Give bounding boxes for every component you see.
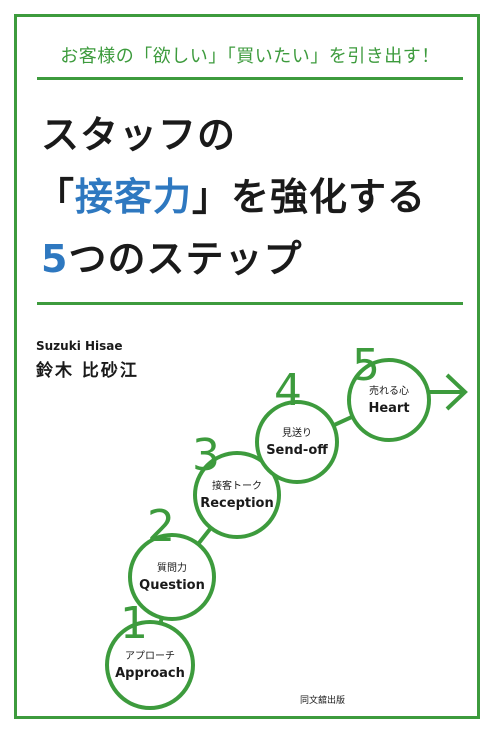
step-label-en: Send-off — [266, 443, 328, 458]
step-label-en: Heart — [368, 401, 409, 416]
title-number: 5 — [41, 237, 69, 281]
title-bracket-close: 」 — [192, 175, 232, 219]
step-circle — [193, 451, 281, 539]
step-number: 4 — [274, 365, 302, 416]
step-label-jp: アプローチ — [125, 650, 175, 662]
step-circle — [347, 358, 431, 442]
title-line-1: スタッフの — [41, 113, 237, 157]
step-label-jp: 見送り — [282, 426, 312, 439]
step-circles: 1アプローチApproach2質問力Question3接客トークReceptio… — [105, 340, 431, 710]
title-line-3: 5つのステップ — [41, 228, 302, 283]
author-name: 鈴木 比砂江 — [36, 361, 139, 381]
step-4: 4 見送り Send-off — [255, 365, 339, 484]
step-label-en: Approach — [115, 666, 185, 681]
bottom-rule — [37, 302, 463, 305]
step-circle — [105, 620, 195, 710]
step-label-en: Reception — [200, 496, 274, 511]
tagline: お客様の「欲しい」「買いたい」を引き出す！ — [60, 46, 440, 67]
step-label-jp: 接客トーク — [212, 479, 262, 492]
title-accent: 接客力 — [75, 175, 193, 219]
title-bracket-open: 「 — [36, 175, 76, 219]
cover-frame — [14, 14, 480, 719]
step-label-en: Question — [139, 578, 205, 593]
arrow-icon — [429, 373, 468, 411]
publisher: 同文舘出版 — [300, 696, 346, 706]
step-2: 2 質問力 Question — [128, 501, 216, 621]
step-label-jp: 質問力 — [157, 561, 187, 574]
step-circle — [128, 533, 216, 621]
title-line-2-rest: を強化する — [231, 175, 427, 219]
top-rule — [37, 77, 463, 80]
step-label-jp: 売れる心 — [369, 384, 409, 397]
title-line-2: 「接客力」を強化する — [36, 166, 426, 221]
arrow-head — [445, 373, 468, 411]
title-line-3-rest: つのステップ — [68, 237, 303, 281]
step-number: 2 — [147, 501, 175, 552]
author-romaji: Suzuki Hisae — [36, 339, 123, 353]
step-circle — [255, 400, 339, 484]
step-number: 3 — [192, 430, 220, 481]
step-number: 5 — [352, 340, 380, 391]
